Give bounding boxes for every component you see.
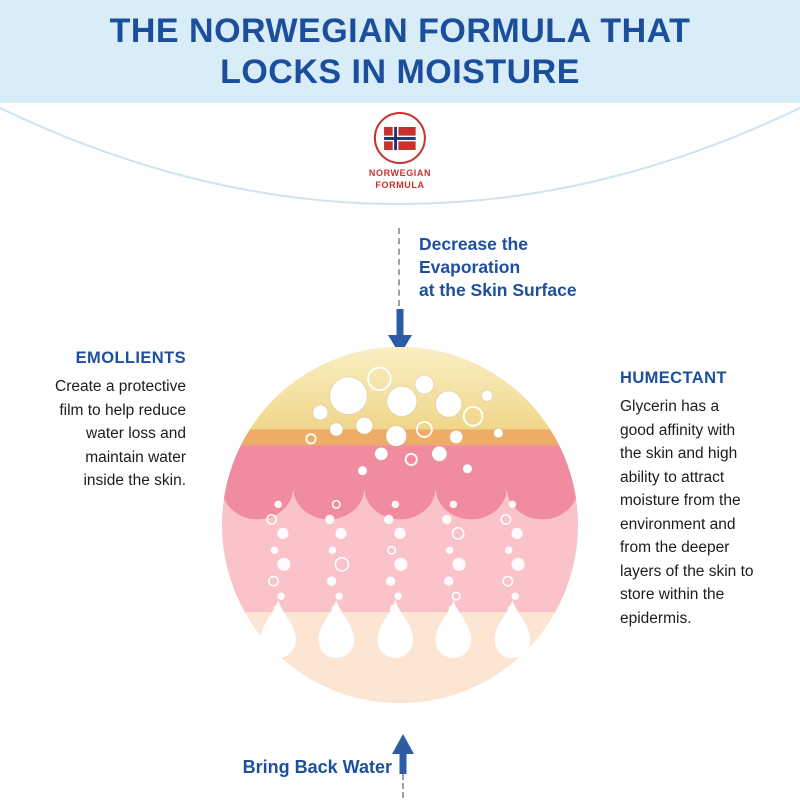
- decorative-arc: [0, 107, 800, 205]
- badge-label-line-2: FORMULA: [375, 179, 425, 190]
- water-droplets: [260, 599, 531, 659]
- bubble-columns: [266, 499, 525, 612]
- bottom-callout-label: Bring Back Water: [242, 757, 392, 777]
- skin-cross-section-diagram: [222, 347, 578, 703]
- page-title: THE NORWEGIAN FORMULA THAT LOCKS IN MOIS…: [110, 11, 691, 91]
- header-banner: THE NORWEGIAN FORMULA THAT LOCKS IN MOIS…: [0, 0, 800, 103]
- dashed-line-bottom: [402, 774, 404, 798]
- epidermis-wavy-layer: [222, 445, 578, 520]
- down-arrow-icon: [388, 309, 412, 355]
- norwegian-formula-badge: NORWEGIAN FORMULA: [356, 112, 444, 192]
- title-line-1: THE NORWEGIAN FORMULA THAT: [109, 12, 691, 51]
- top-callout-label: Decrease the Evaporation at the Skin Sur…: [419, 234, 577, 301]
- norway-flag-icon: [384, 126, 416, 150]
- humectant-heading: HUMECTANT: [620, 369, 727, 387]
- humectant-body: Glycerin has a good affinity with the sk…: [620, 398, 754, 627]
- emollients-block: EMOLLIENTS Create a protective film to h…: [20, 349, 186, 493]
- up-arrow-icon: [392, 734, 414, 774]
- norwegian-formula-seal-icon: [374, 112, 426, 164]
- badge-label: NORWEGIAN FORMULA: [369, 168, 431, 191]
- badge-label-line-1: NORWEGIAN: [368, 168, 432, 178]
- dashed-line-top: [398, 228, 400, 306]
- title-line-2: LOCKS IN MOISTURE: [220, 52, 580, 91]
- surface-bubbles: [305, 366, 504, 476]
- emollients-heading: EMOLLIENTS: [75, 349, 186, 367]
- emollients-body: Create a protective film to help reduce …: [55, 378, 186, 490]
- humectant-block: HUMECTANT Glycerin has a good affinity w…: [620, 369, 790, 630]
